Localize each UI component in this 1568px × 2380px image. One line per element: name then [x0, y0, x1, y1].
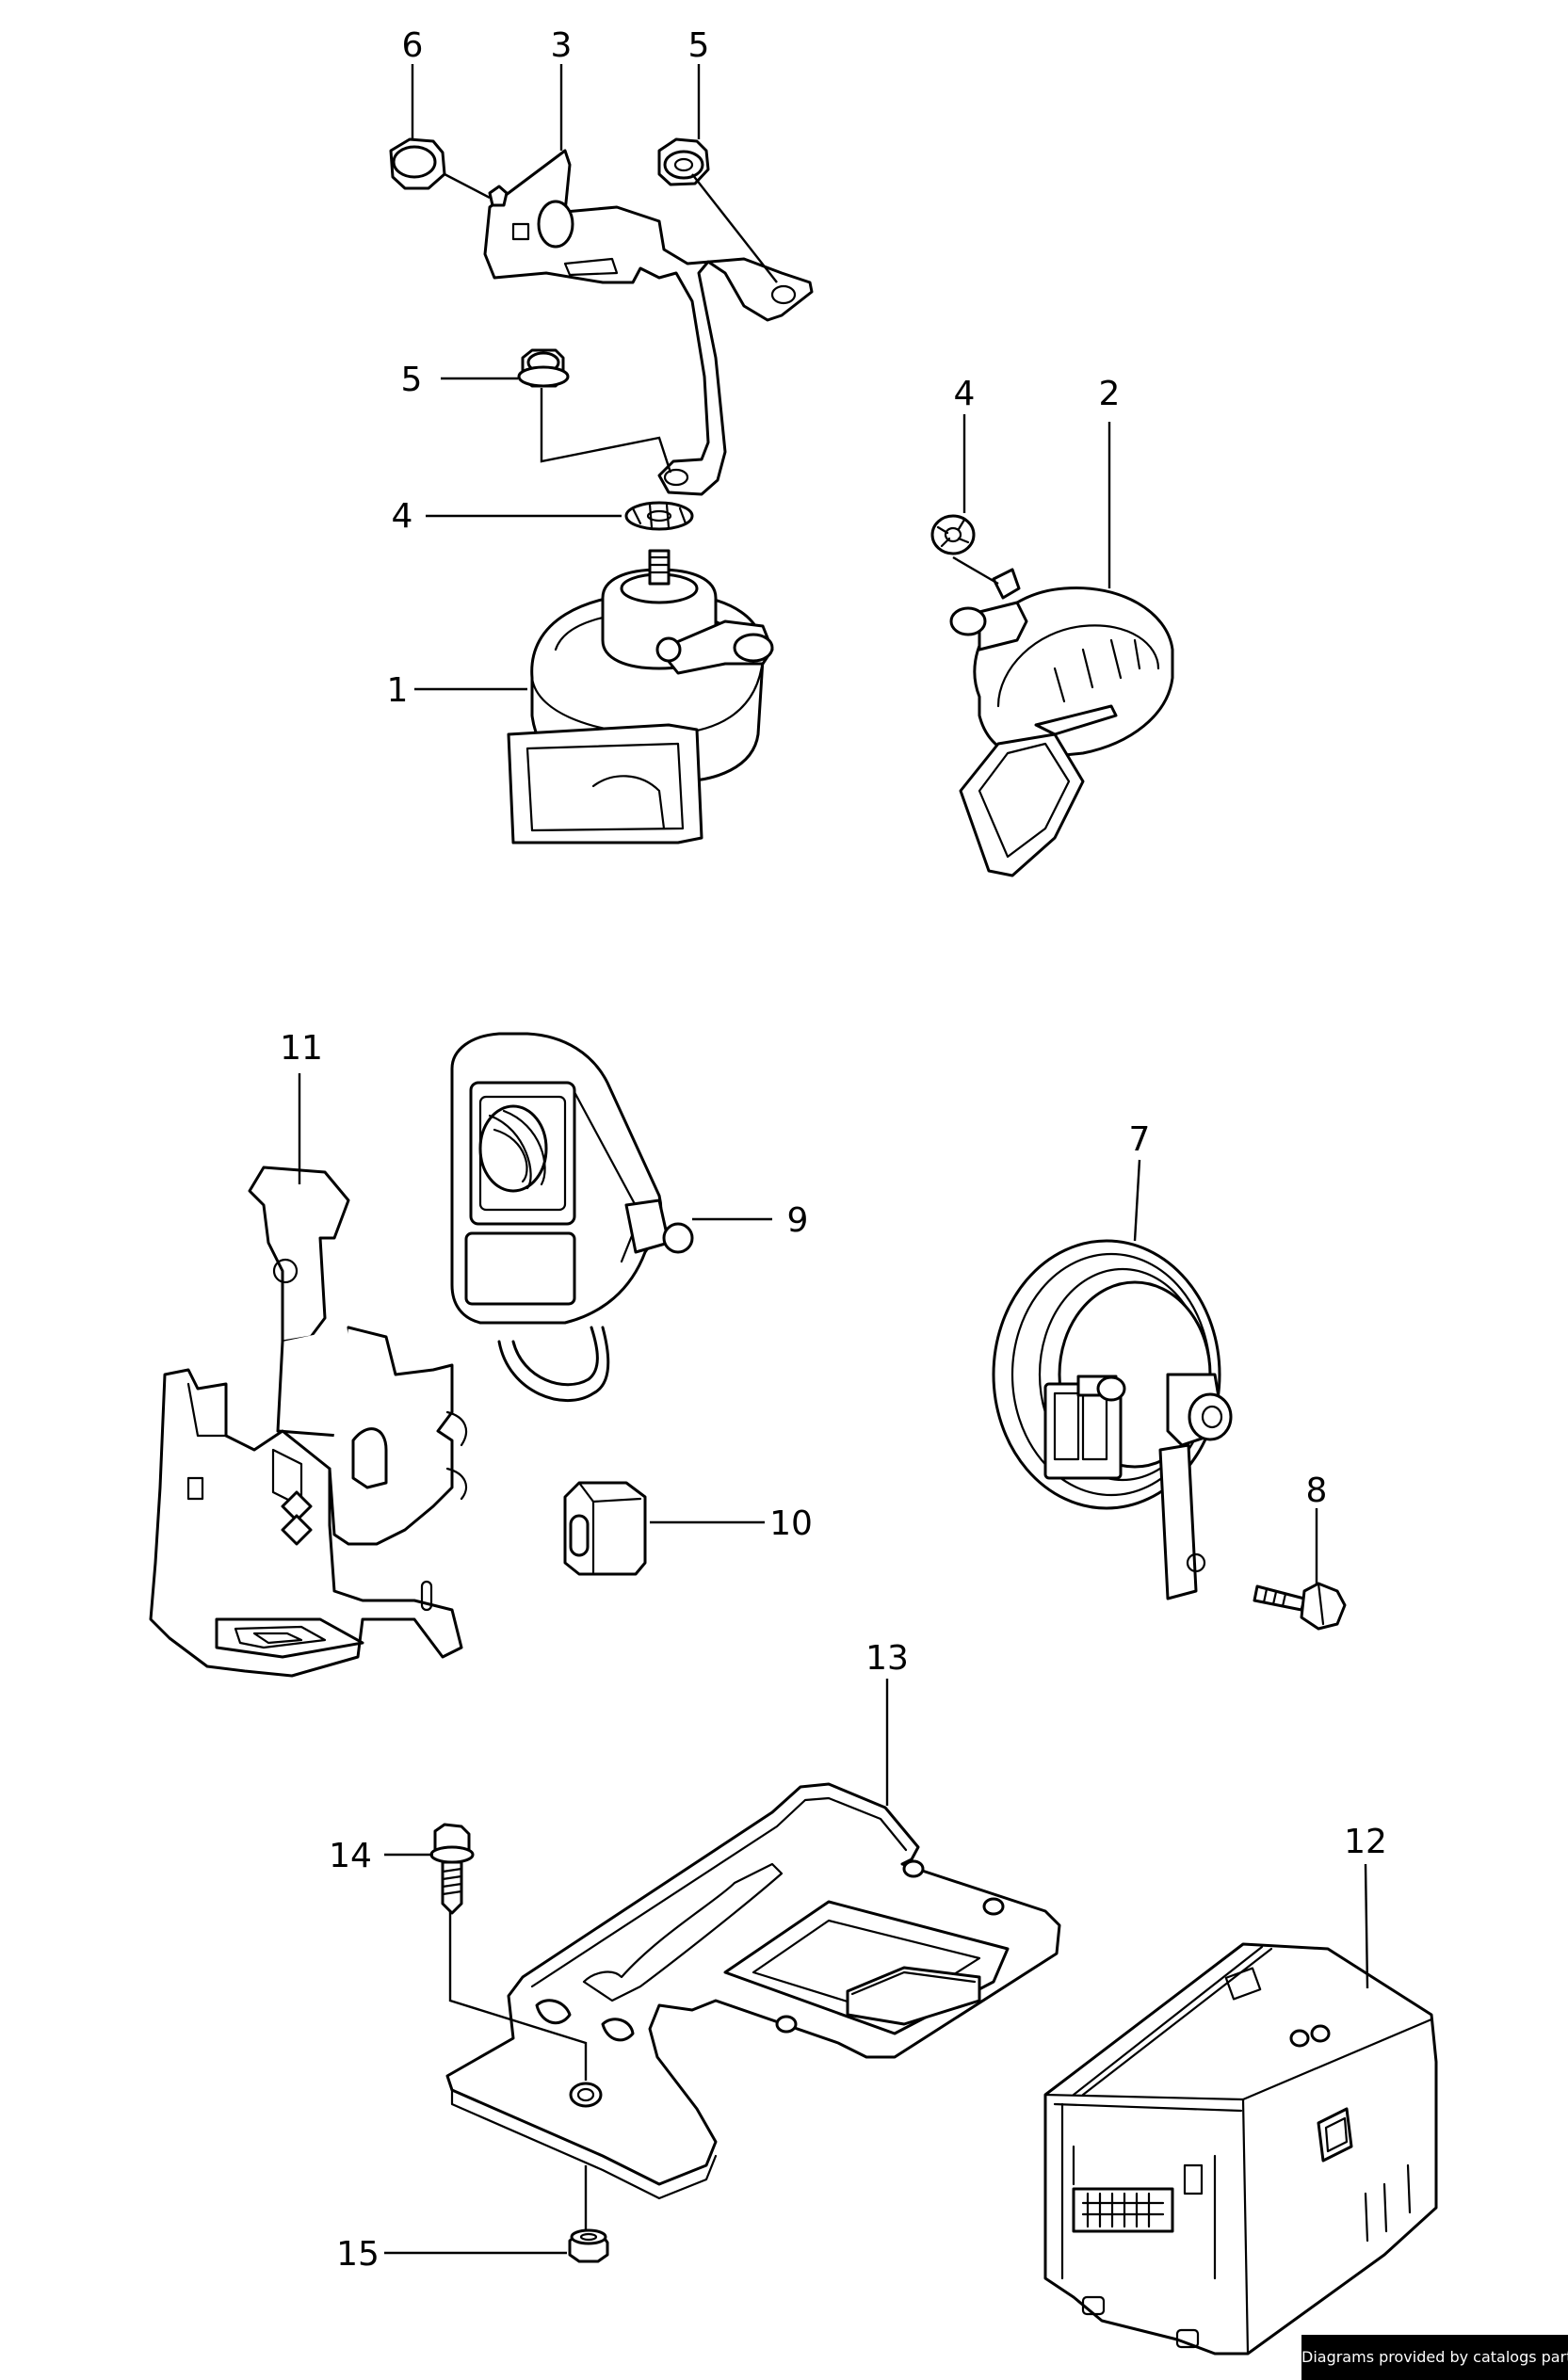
callout-13: 13 [865, 1639, 909, 1678]
siren-part-9 [450, 1032, 694, 1403]
callout-5-middle: 5 [401, 361, 423, 399]
leader-lines [298, 64, 1369, 2255]
callout-4-center: 4 [392, 497, 413, 536]
flange-nut-part-6 [389, 137, 509, 207]
lock-washer-part-4-right [930, 514, 976, 555]
nut-part-15 [568, 2228, 609, 2263]
callout-4-right: 4 [954, 375, 976, 413]
callout-10: 10 [769, 1504, 813, 1543]
diagram-credit: Diagrams provided by catalogs parts [1301, 2335, 1568, 2380]
callout-1: 1 [387, 671, 409, 710]
callout-12: 12 [1344, 1823, 1387, 1861]
mounting-bracket-part-11 [149, 1166, 468, 1678]
nut-part-5-top [657, 137, 710, 186]
callout-9: 9 [787, 1201, 809, 1240]
callout-2: 2 [1099, 375, 1121, 413]
lock-washer-part-4-center [624, 501, 694, 531]
nut-part-5-middle [517, 348, 570, 388]
mounting-plate-part-13 [445, 1782, 1061, 2200]
callout-3: 3 [551, 26, 573, 65]
callout-6: 6 [402, 26, 424, 65]
callout-15: 15 [336, 2235, 380, 2274]
callout-14: 14 [329, 1837, 372, 1875]
callout-8: 8 [1306, 1471, 1328, 1510]
horn-part-7 [992, 1239, 1233, 1600]
callout-11: 11 [280, 1029, 323, 1068]
callout-7: 7 [1129, 1120, 1151, 1159]
callout-numbers: 6 3 5 5 4 1 4 2 11 9 7 10 8 13 12 14 15 [280, 26, 1387, 2274]
horn-part-2 [949, 568, 1174, 877]
flange-bolt-part-8 [1253, 1582, 1347, 1631]
bolt-part-14 [429, 1823, 475, 1915]
horn-part-1 [507, 549, 774, 844]
control-module-part-12 [1043, 1942, 1438, 2356]
callout-5-top: 5 [688, 26, 710, 65]
horn-bracket-part [483, 149, 814, 496]
clip-part-10 [563, 1481, 647, 1576]
